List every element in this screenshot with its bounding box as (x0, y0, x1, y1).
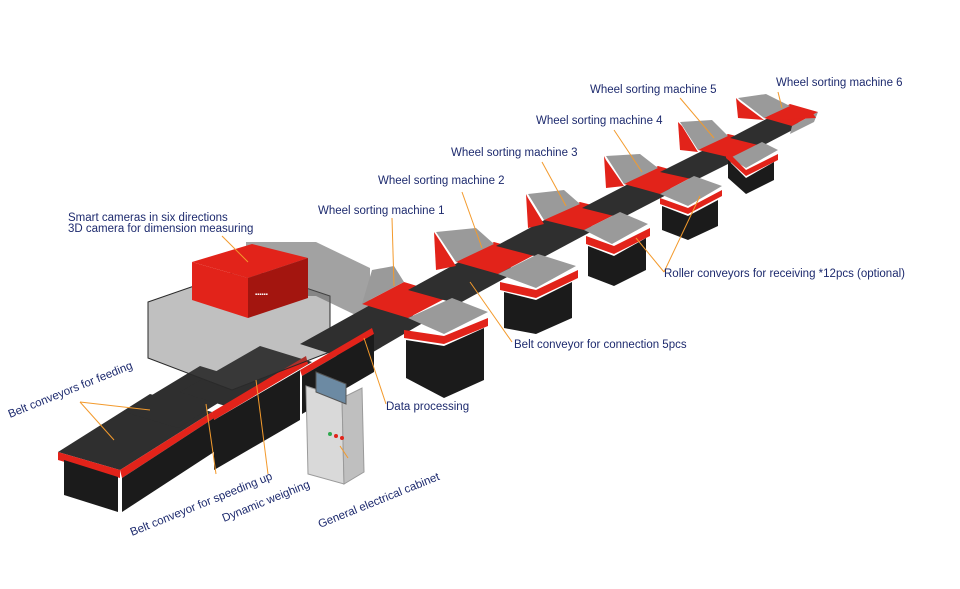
label-roller-receiving: Roller conveyors for receiving *12pcs (o… (664, 268, 905, 280)
label-wheel-sorter-2: Wheel sorting machine 2 (378, 175, 505, 187)
cabinet-indicator-green (328, 432, 332, 436)
label-belt-feeding: Belt conveyors for feeding (7, 360, 135, 421)
cabinet-indicator-red-1 (334, 434, 338, 438)
electrical-cabinet (306, 372, 364, 484)
label-belt-connection: Belt conveyor for connection 5pcs (514, 339, 687, 351)
cabinet-indicator-red-2 (340, 436, 344, 440)
label-wheel-sorter-3: Wheel sorting machine 3 (451, 147, 578, 159)
label-data-processing: Data processing (386, 401, 469, 413)
label-wheel-sorter-1: Wheel sorting machine 1 (318, 205, 445, 217)
label-wheel-sorter-4: Wheel sorting machine 4 (536, 115, 663, 127)
label-wheel-sorter-6: Wheel sorting machine 6 (776, 77, 903, 89)
label-3d-camera: 3D camera for dimension measuring (68, 223, 253, 235)
camera-housing-logo: ▪▪▪▪▪▪ (255, 292, 268, 298)
label-wheel-sorter-5: Wheel sorting machine 5 (590, 84, 717, 96)
